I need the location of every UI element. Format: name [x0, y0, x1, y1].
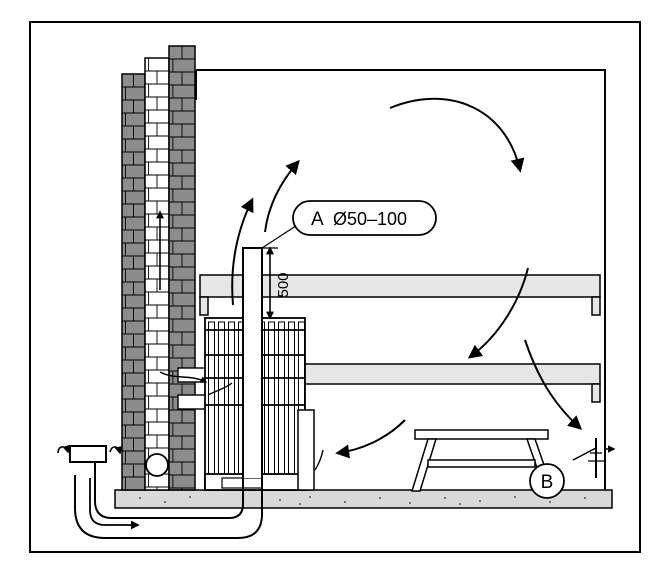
- label-a-callout: A Ø50–100: [261, 200, 437, 249]
- airflow-arrows: [57, 97, 616, 530]
- floor-duct-cap: [69, 445, 107, 463]
- label-a-letter: A: [311, 209, 324, 230]
- outer-frame: [29, 21, 641, 553]
- exhaust-duct-a: [242, 247, 263, 478]
- dimension-label: 500: [275, 272, 292, 297]
- floor-aggregate: [139, 496, 586, 505]
- brick-chimney-wall: [121, 45, 209, 491]
- floor-slab: [114, 489, 613, 509]
- chimney-cleanout: [145, 453, 169, 477]
- label-a-value: Ø50–100: [333, 209, 407, 229]
- label-b-callout: B: [529, 463, 565, 499]
- floor-exhaust-duct: [74, 462, 263, 539]
- label-b-letter: B: [541, 472, 554, 493]
- lower-bench: [299, 363, 601, 403]
- upper-bench: [199, 274, 601, 316]
- room-walls: [195, 69, 606, 495]
- dimension-500: 500: [262, 246, 292, 320]
